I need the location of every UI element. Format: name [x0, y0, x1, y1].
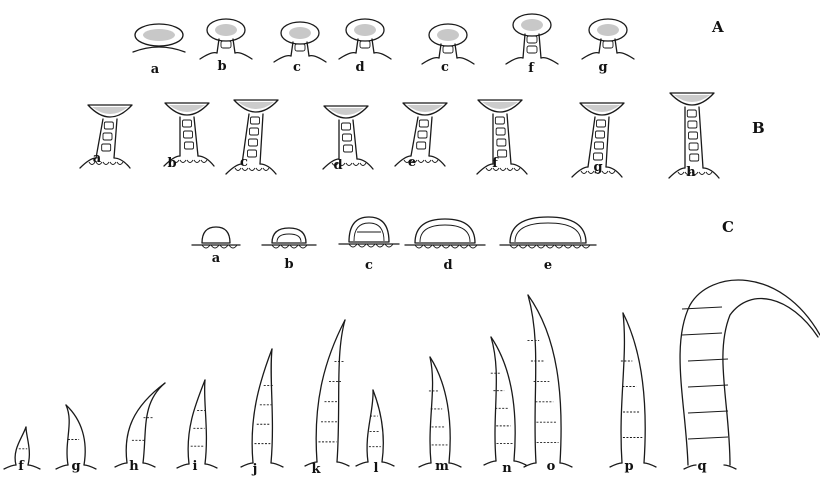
trichome-a-g-7	[582, 19, 634, 59]
trichome-b-e	[395, 103, 447, 166]
hair-k	[305, 320, 349, 466]
hair-o	[524, 295, 572, 467]
label-a-a-1: a	[151, 62, 160, 77]
label-hair-h: h	[129, 459, 139, 474]
label-b-c: c	[240, 155, 248, 170]
trichome-a-d-4	[339, 19, 391, 59]
trichome-a-c-3	[274, 22, 326, 62]
dome-c-a	[192, 227, 240, 248]
label-c-d: d	[443, 258, 452, 273]
label-a-f-6: f	[528, 61, 535, 76]
label-a-c-5: c	[441, 60, 449, 75]
label-a-c-3: c	[293, 60, 301, 75]
row-label-b: B	[752, 119, 765, 137]
hair-l	[356, 390, 394, 466]
label-hair-q: q	[697, 459, 706, 474]
label-c-c: c	[365, 258, 373, 273]
label-hair-l: l	[374, 461, 379, 476]
hair-j	[241, 349, 283, 467]
hair-i	[177, 380, 217, 468]
label-hair-k: k	[311, 462, 321, 477]
label-a-d-4: d	[355, 60, 364, 75]
label-hair-m: m	[435, 459, 449, 474]
label-b-g: g	[593, 160, 602, 175]
row-label-a: A	[711, 18, 724, 36]
trichome-a-b-2	[200, 19, 252, 59]
dome-c-d	[405, 219, 485, 248]
label-b-d: d	[333, 158, 342, 173]
label-a-g-7: g	[598, 60, 607, 75]
label-hair-o: o	[547, 459, 556, 474]
trichome-a-c-5	[422, 24, 474, 64]
label-b-b: b	[167, 156, 176, 171]
trichome-a-f-6	[506, 14, 558, 64]
label-a-b-2: b	[217, 59, 226, 74]
label-b-e: e	[408, 155, 416, 170]
hair-h	[115, 383, 165, 467]
trichome-b-f	[477, 100, 527, 174]
label-c-b: b	[284, 257, 293, 272]
hair-q	[680, 280, 820, 469]
row-label-c: C	[722, 218, 734, 236]
trichome-b-d	[323, 106, 373, 169]
dome-c-e	[500, 217, 596, 248]
trichome-b-c	[226, 100, 278, 174]
label-hair-g: g	[71, 459, 80, 474]
label-b-h: h	[686, 165, 696, 180]
labels-layer: abcdcfgabcdefghabcdefghijklmnopq	[18, 59, 706, 477]
hair-p	[610, 313, 656, 467]
label-hair-f: f	[18, 459, 25, 474]
hair-n	[484, 337, 526, 465]
label-hair-i: i	[193, 459, 198, 474]
label-c-e: e	[544, 258, 552, 273]
label-c-a: a	[212, 251, 221, 266]
trichome-a-a-1	[133, 24, 185, 52]
drawings-layer	[4, 14, 820, 469]
label-hair-j: j	[252, 462, 258, 477]
trichome-b-a	[80, 105, 132, 168]
label-hair-p: p	[624, 459, 633, 474]
label-hair-n: n	[502, 461, 512, 476]
dome-c-c	[339, 217, 399, 247]
dome-c-b	[262, 228, 316, 248]
hair-m	[419, 357, 461, 467]
label-b-a: a	[93, 151, 102, 166]
